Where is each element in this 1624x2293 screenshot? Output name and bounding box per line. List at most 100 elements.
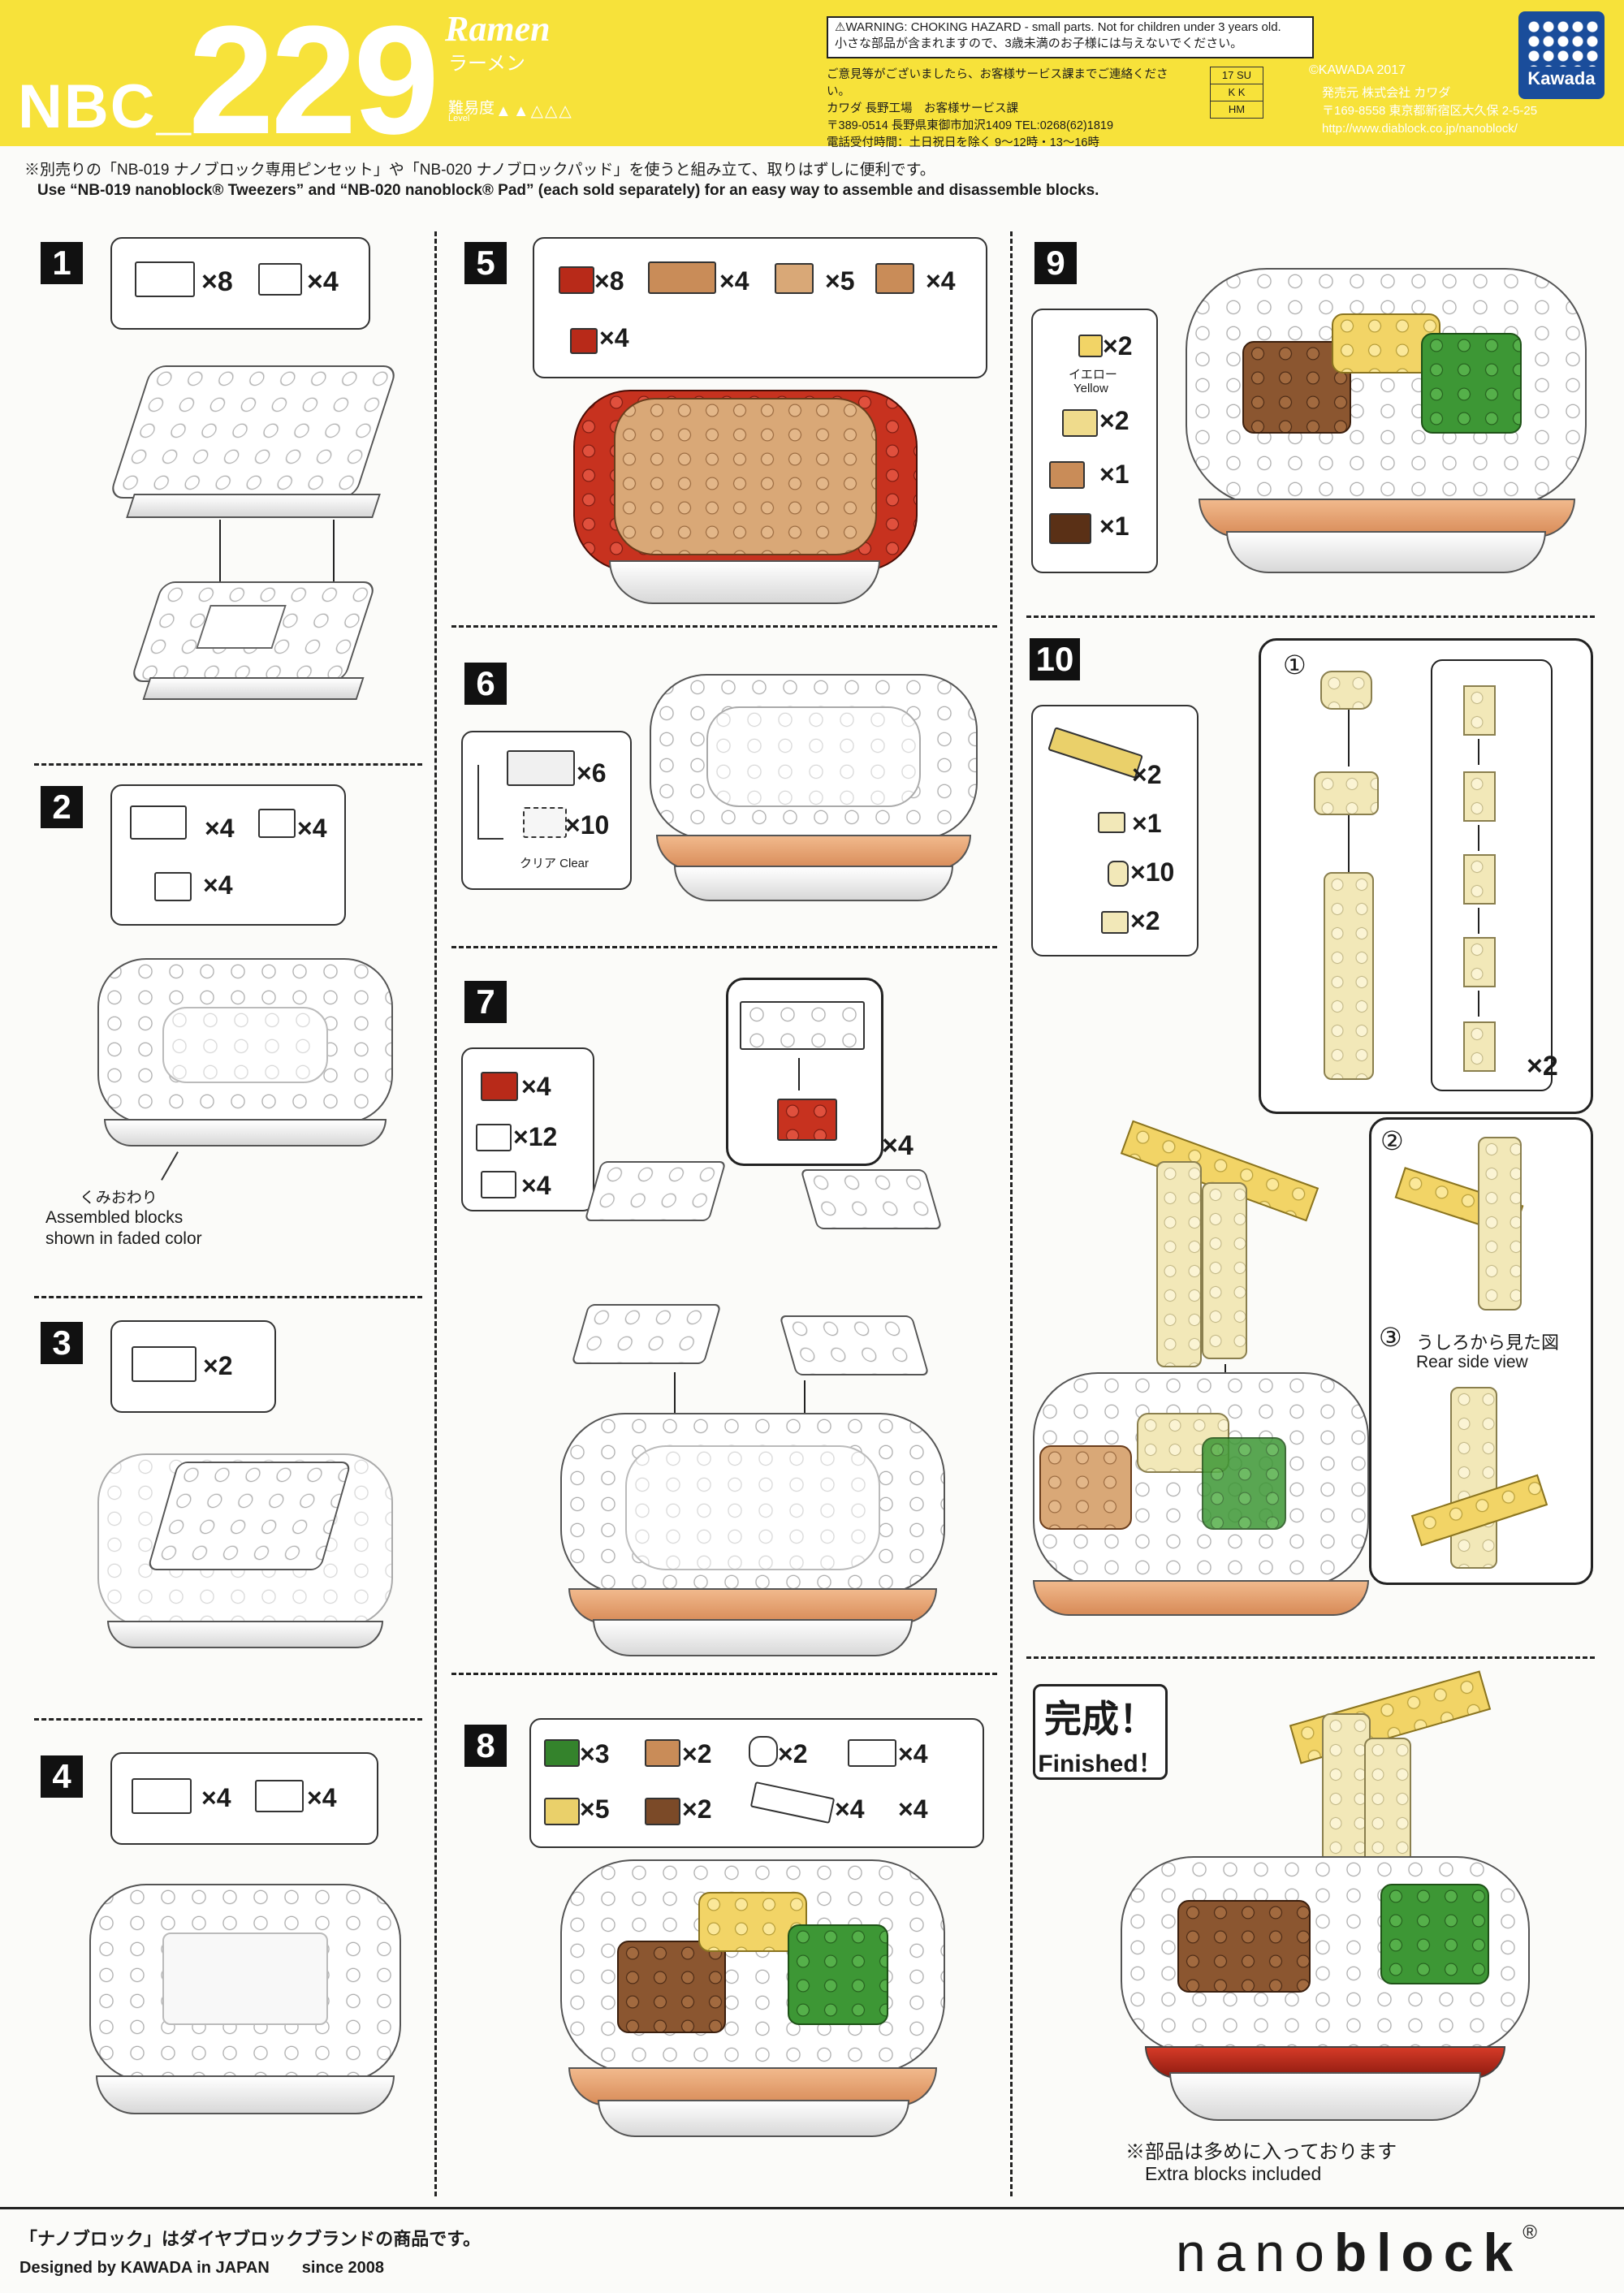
step-2-ring-side <box>104 1119 387 1146</box>
chopstick-column <box>1156 1161 1202 1367</box>
series-label: NBC_ <box>18 72 192 141</box>
title-jp: ラーメン <box>448 53 526 75</box>
part-qty: ×2 <box>682 1739 712 1768</box>
tan-1x2-brick-icon <box>645 1739 680 1767</box>
footer-brand-note: 「ナノブロック」はダイヤブロックブランドの商品です。 <box>19 2229 482 2249</box>
yellow-1x2-brick-icon <box>544 1798 580 1825</box>
cream-1x2-brick-icon <box>1098 812 1125 833</box>
chopstick-column <box>1478 1137 1522 1311</box>
step-number: 1 <box>41 242 83 284</box>
kawada-logo-dots <box>1527 19 1600 67</box>
finished-badge: 完成！ Finished！ <box>1033 1684 1168 1780</box>
parts-box-step-6: ×6 ×10 クリア Clear <box>461 731 632 890</box>
white-2x4-brick-icon <box>132 1778 192 1814</box>
publisher-url[interactable]: http://www.diablock.co.jp/nanoblock/ <box>1322 121 1518 136</box>
step-3-base-side <box>107 1621 383 1648</box>
green-1x2-brick-icon <box>544 1739 580 1767</box>
step-divider <box>1026 1656 1595 1659</box>
level-rating-icon: ▲▲△△△ <box>495 102 573 120</box>
step-number: 9 <box>1034 242 1077 284</box>
down-arrow-icon <box>1478 825 1479 851</box>
step-6-bowl-base <box>674 866 953 901</box>
title-en: Ramen <box>445 9 551 49</box>
brown-2x2-brick-icon <box>1049 513 1091 544</box>
step-number: 5 <box>464 242 507 284</box>
tan-2x4-brick-icon <box>648 261 716 294</box>
red-1x1-brick-icon <box>570 328 598 354</box>
step-divider <box>34 1718 422 1721</box>
cream-round-brick <box>1463 685 1496 736</box>
cream-round-brick <box>1463 1021 1496 1072</box>
parts-box-step-7: ×4 ×12 ×4 <box>461 1047 594 1211</box>
step-7-corner-piece <box>779 1315 930 1375</box>
column-divider <box>434 231 437 2196</box>
final-chashu-pork <box>1177 1900 1311 1993</box>
publisher-line: 〒169-8558 東京都新宿区大久保 2-5-25 <box>1322 103 1538 118</box>
white-1x1-brick-icon <box>481 1171 516 1198</box>
step-9-bowl-base <box>1226 531 1546 573</box>
step-5-bowl-side <box>609 560 880 604</box>
logo-light: nano <box>1176 2222 1334 2282</box>
step-divider <box>1026 615 1595 618</box>
step-10-pork <box>1039 1445 1132 1530</box>
step-3-new-bricks <box>146 1462 352 1570</box>
white-2x2-brick-icon <box>848 1739 896 1767</box>
chopstick-column <box>1450 1387 1497 1569</box>
contact-line: ご意見等がございましたら、お客様サービス課までご連絡ください。 <box>827 68 1168 99</box>
part-qty: ×4 <box>898 1794 928 1824</box>
parts-box-step-8: ×3 ×2 ×2 ×4 ×5 ×2 ×4 ×4 <box>529 1718 984 1848</box>
part-qty: ×1 <box>1099 512 1129 541</box>
red-brick <box>777 1099 837 1141</box>
part-qty: ×4 <box>307 1783 337 1812</box>
sub-assembly-callout <box>726 978 883 1166</box>
sub-step-marker: ① <box>1283 650 1307 680</box>
step-number: 10 <box>1030 638 1080 680</box>
sub-step-marker: ② <box>1380 1126 1404 1155</box>
part-qty: ×8 <box>201 266 233 297</box>
parts-box-step-2: ×4 ×4 ×4 <box>110 784 346 926</box>
contact-line: カワダ 長野工場 お客様サービス課 <box>827 102 1019 116</box>
step-divider <box>34 763 422 766</box>
cream-round-brick <box>1463 937 1496 987</box>
down-arrow-icon <box>1478 991 1479 1017</box>
kawada-logo-text: Kawada <box>1527 68 1596 89</box>
customer-service-info: ご意見等がございましたら、お客様サービス課までご連絡ください。 カワダ 長野工場… <box>827 67 1184 152</box>
part-qty: ×4 <box>521 1171 551 1200</box>
step-10-greens <box>1202 1437 1286 1530</box>
step-number: 6 <box>464 663 507 705</box>
step-1-hollow-center <box>196 605 287 649</box>
part-qty: ×2 <box>1103 331 1133 361</box>
white-corner-bricks <box>740 1001 865 1050</box>
level-label-en: Level <box>448 114 470 123</box>
part-qty: ×2 <box>1099 406 1129 435</box>
cream-round-brick <box>1463 854 1496 905</box>
part-qty: ×3 <box>580 1739 610 1768</box>
down-arrow-icon <box>1348 710 1350 766</box>
step-divider <box>34 1296 422 1298</box>
publisher-line: 発売元 株式会社 カワダ <box>1322 86 1451 100</box>
yellow-1x6-brick-icon <box>1047 727 1143 779</box>
step-6-clear-layer <box>706 706 921 807</box>
white-2x2-brick-icon <box>258 263 302 296</box>
part-qty: ×2 <box>1132 760 1162 789</box>
nanoblock-logo: nanoblock® <box>1176 2222 1547 2283</box>
bracket-line <box>477 765 503 840</box>
chopstick-column <box>1202 1182 1247 1359</box>
step-9-greens <box>1421 333 1522 434</box>
part-qty: ×4 <box>203 870 233 900</box>
cream-brick <box>1314 771 1379 815</box>
brown-1x2-brick-icon <box>645 1798 680 1825</box>
white-2x4-brick-icon <box>135 261 195 297</box>
leader-line <box>161 1151 179 1181</box>
part-qty: ×4 <box>521 1072 551 1101</box>
white-1x2-brick-icon <box>476 1124 512 1151</box>
step-number: 2 <box>41 786 83 828</box>
yellow-label-en: Yellow <box>1073 382 1108 395</box>
finished-en: Finished！ <box>1038 1751 1163 1777</box>
final-greens <box>1380 1884 1489 1984</box>
white-2x4-brick-icon <box>507 750 575 786</box>
parts-box-step-9: ×2 イエロー Yellow ×2 ×1 ×1 <box>1031 309 1158 573</box>
tan-2x2-brick-icon <box>775 263 814 294</box>
part-qty: ×1 <box>1132 809 1162 838</box>
part-qty: ×4 <box>307 266 339 297</box>
